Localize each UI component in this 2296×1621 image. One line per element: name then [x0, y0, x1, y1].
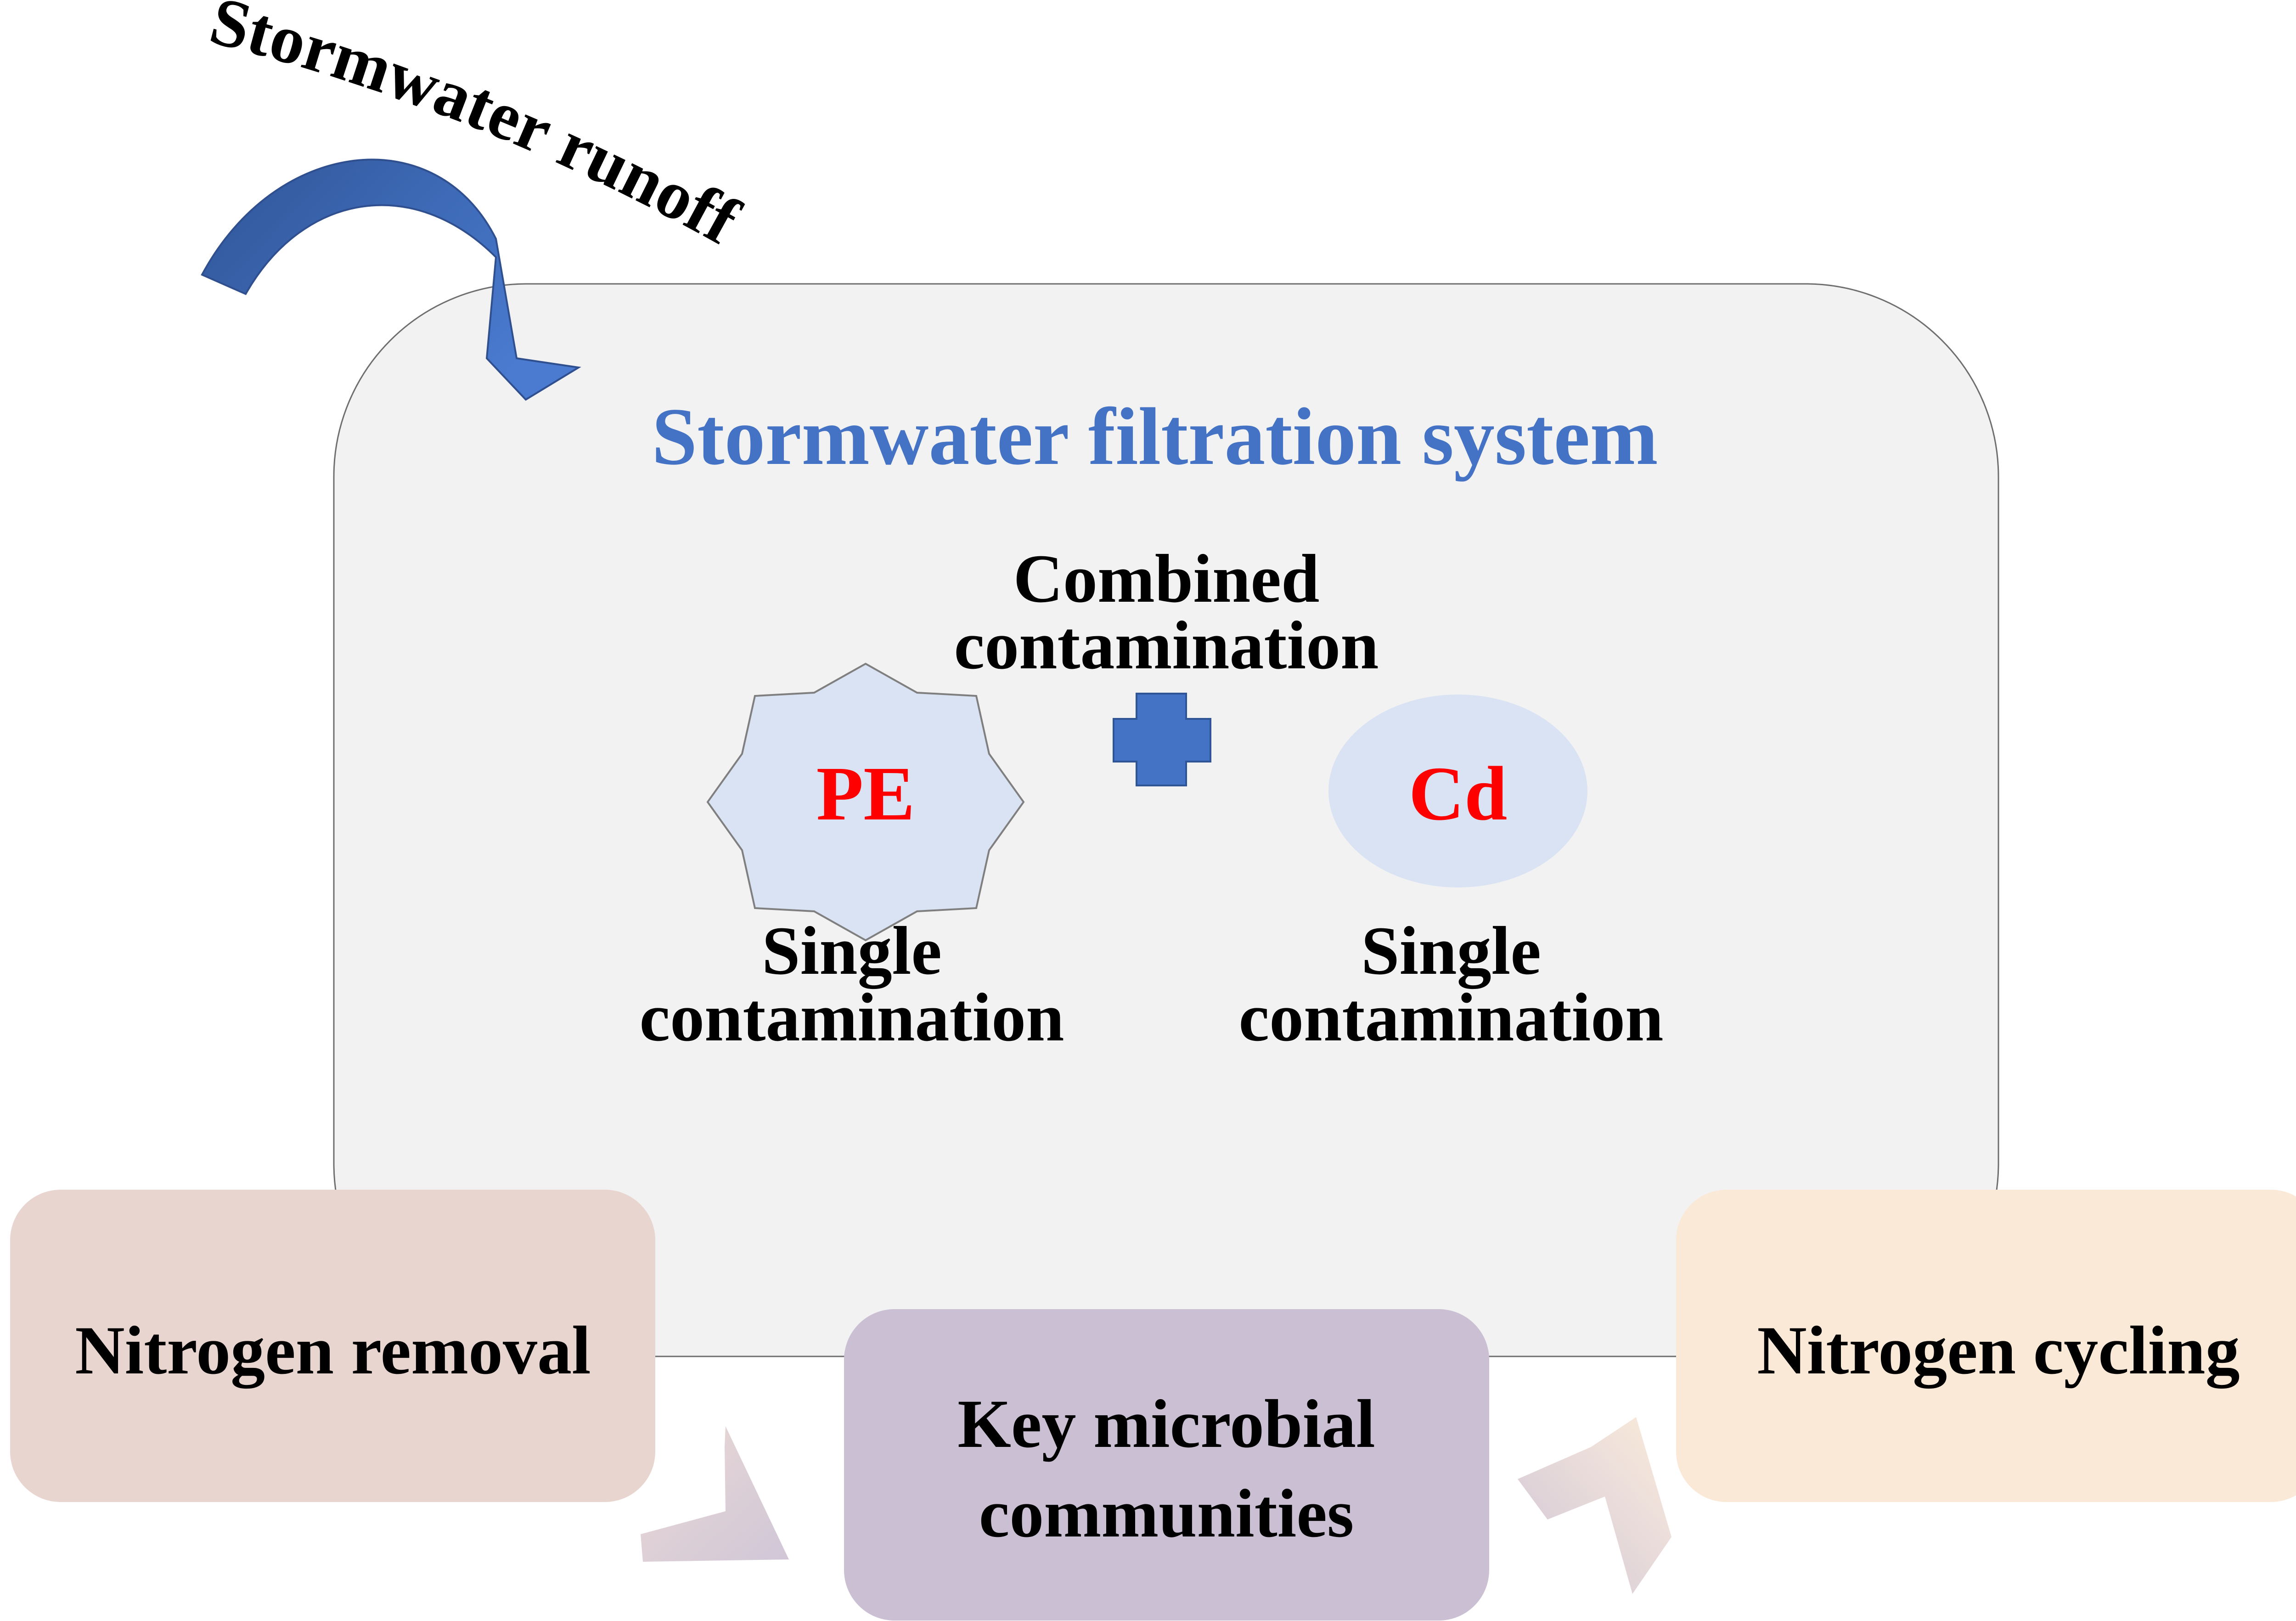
key-microbial-communities-box	[844, 1309, 1489, 1621]
combined-label-line2: contamination	[954, 607, 1379, 683]
nitrogen-cycling-label: Nitrogen cycling	[1757, 1312, 2240, 1389]
microbial-label-line2: communities	[979, 1475, 1354, 1552]
chevron-arrow-icon	[1518, 1417, 1671, 1594]
microbial-label-line1: Key microbial	[957, 1386, 1375, 1462]
pe-label: PE	[816, 751, 915, 836]
nitrogen-removal-box	[10, 1190, 655, 1502]
system-title: Stormwater filtration system	[652, 391, 1658, 482]
pe-caption-line1: Single	[762, 913, 942, 989]
pe-caption-line2: contamination	[639, 979, 1064, 1056]
cd-label: Cd	[1409, 751, 1508, 836]
nitrogen-removal-label: Nitrogen removal	[75, 1312, 591, 1389]
nitrogen-cycling-box	[1676, 1190, 2296, 1502]
chevron-arrow-icon	[641, 1426, 789, 1562]
curved-arrow-icon	[201, 158, 581, 401]
cd-caption-line1: Single	[1361, 913, 1541, 989]
cd-caption-line2: contamination	[1238, 979, 1663, 1056]
combined-label-line1: Combined	[1013, 541, 1320, 617]
ellipse-icon	[1328, 695, 1587, 887]
plus-icon	[1113, 693, 1211, 786]
star-burst-icon	[706, 662, 1025, 942]
